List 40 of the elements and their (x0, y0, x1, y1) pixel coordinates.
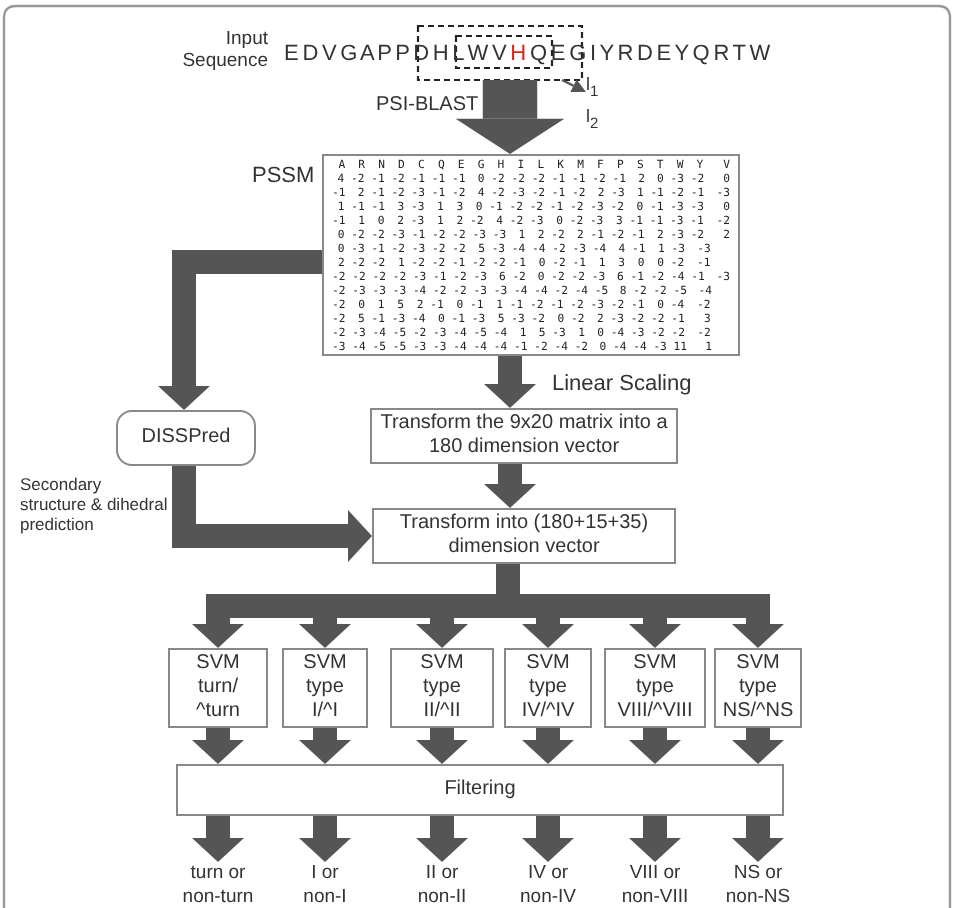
edge-label: PSI-BLAST (376, 94, 479, 116)
tool-box: DISSPred (116, 410, 256, 466)
block-arrow (416, 816, 468, 862)
result-text: turn or non-turn (168, 862, 268, 906)
process-box: Filtering (176, 764, 784, 816)
result-text: NS or non-NS (708, 862, 808, 906)
result-text: II or non-II (392, 862, 492, 906)
result-text: I or non-I (275, 862, 375, 906)
classifier-box: SVM type VIII/^VIII (604, 648, 706, 728)
classifier-box: SVM type NS/^NS (714, 648, 802, 728)
result-text: VIII or non-VIII (605, 862, 705, 906)
block-arrow (522, 816, 574, 862)
window-label: l$_{1}$ l$_{2}$ (586, 72, 610, 124)
block-arrow (732, 816, 784, 862)
result-text: IV or non-IV (498, 862, 598, 906)
block-arrow (484, 464, 536, 508)
block-arrow (484, 356, 536, 408)
classifier-box: SVM type II/^II (390, 648, 494, 728)
edge-label: Secondary structure & dihedral prediction (20, 474, 170, 536)
block-arrow (522, 728, 574, 764)
arrow (561, 78, 586, 92)
block-arrow (192, 728, 244, 764)
block-arrow (192, 816, 244, 862)
process-box: Transform the 9x20 matrix into a 180 dimension vector (370, 408, 678, 464)
classifier-box: SVM turn/ ^turn (168, 648, 268, 728)
classifier-box: SVM type I/^I (282, 648, 368, 728)
input-label: Input Sequence (180, 28, 268, 74)
process-box: Transform into (180+15+35) dimension vector (372, 508, 676, 564)
block-arrow (158, 250, 322, 410)
block-arrow (299, 816, 351, 862)
block-arrow (416, 728, 468, 764)
block-arrow (299, 728, 351, 764)
block-arrow (732, 728, 784, 764)
block-arrow (455, 80, 565, 154)
classifier-box: SVM type IV/^IV (504, 648, 592, 728)
matrix-heading: PSSM (252, 164, 315, 188)
edge-label: Linear Scaling (552, 372, 692, 396)
sequence-text: E D V G A P P D H L W V H Q E G I Y R D E Y Q R T W (284, 42, 771, 66)
block-arrow (629, 728, 681, 764)
block-arrow (629, 816, 681, 862)
